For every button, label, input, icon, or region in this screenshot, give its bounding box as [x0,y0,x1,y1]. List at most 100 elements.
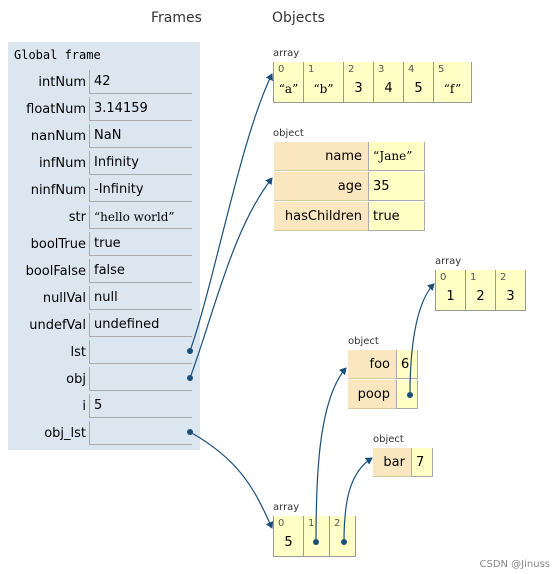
object-type-label: array [435,256,462,267]
array-index: 2 [500,272,507,283]
var-name: floatNum [26,102,86,117]
frame-title: Global frame [14,48,101,62]
array-value: 5 [414,81,423,96]
object-key: age [274,172,368,201]
var-name: str [68,210,86,225]
frames-header: Frames [151,10,202,26]
var-name: obj [66,372,86,387]
var-row-nullVal: nullVal null [8,286,200,313]
object-key: poop [348,380,396,409]
object-type-label: array [273,502,300,513]
var-row-nanNum: nanNum NaN [8,124,200,151]
array-index: 0 [278,64,285,75]
var-value: 3.14159 [89,97,192,121]
array-index: 0 [440,272,447,283]
object-value: 7 [411,448,433,477]
var-name: nullVal [42,291,86,306]
object-key: foo [348,350,396,379]
object-key: name [274,142,368,171]
array-cell: 2 [330,516,356,556]
array-value: “f” [443,82,462,96]
object-key: hasChildren [274,202,368,231]
pointer-dot [407,392,413,398]
object-value: true [368,202,425,231]
array-index: 0 [278,518,285,529]
var-row-floatNum: floatNum 3.14159 [8,97,200,124]
arrow-obj-lst [189,431,274,529]
arrow-poop [409,283,435,396]
pointer-slot[interactable] [89,367,192,391]
var-name: i [82,399,86,414]
var-name: ninfNum [30,183,86,198]
var-name: undefVal [29,318,86,333]
pointer-dot [187,375,193,381]
var-value: true [89,232,192,256]
object-value: 35 [368,172,425,201]
var-name: intNum [38,75,86,90]
var-name: boolFalse [25,264,86,279]
array-index: 3 [378,64,385,75]
global-frame: Global frame intNum 42 floatNum 3.14159 … [8,42,200,450]
array-cell: 5 “f” [434,62,472,102]
var-row-lst: lst [8,340,200,367]
var-row-intNum: intNum 42 [8,70,200,97]
var-name: obj_lst [44,426,86,441]
var-row-i: i 5 [8,394,200,421]
pointer-dot [313,539,319,545]
var-row-undefVal: undefVal undefined [8,313,200,340]
object-key: bar [373,448,411,477]
objects-header: Objects [272,10,325,26]
array-value: 1 [446,289,455,304]
pointer-dot [187,429,193,435]
watermark: CSDN @Jinuss [479,559,550,570]
var-value: “hello world” [89,205,192,229]
pointer-dot [187,348,193,354]
var-name: infNum [38,156,86,171]
var-row-boolFalse: boolFalse false [8,259,200,286]
var-row-str: str “hello world” [8,205,200,232]
object-type-label: object [373,434,404,445]
array-index: 1 [308,518,315,529]
var-value: null [89,286,192,310]
array-value: 3 [506,289,515,304]
var-row-infNum: infNum Infinity [8,151,200,178]
array-cell: 1“b” [304,62,344,102]
var-value: 5 [89,394,192,418]
var-name: boolTrue [30,237,86,252]
array-value: 3 [354,81,363,96]
var-name: lst [70,345,86,360]
array-index: 1 [470,272,477,283]
pointer-slot[interactable] [396,380,418,409]
var-value: 42 [89,70,192,94]
arrow-obj-lst-2 [343,457,373,543]
array-index: 5 [438,64,445,75]
object-value: “Jane” [368,142,425,171]
array-index: 4 [408,64,415,75]
pointer-slot[interactable] [89,421,192,445]
array-cell: 0 “a” [274,62,304,102]
object-type-label: object [273,128,304,139]
object-type-label: array [273,48,300,59]
array-value: 5 [284,535,293,550]
array-value: “a” [278,82,299,96]
var-row-obj: obj [8,367,200,394]
array-index: 2 [334,518,341,529]
var-row-obj_lst: obj_lst [8,421,200,448]
var-name: nanNum [30,129,86,144]
var-value: false [89,259,192,283]
array-index: 2 [348,64,355,75]
pointer-slot[interactable] [89,340,192,364]
arrow-obj [189,177,273,379]
var-row-boolTrue: boolTrue true [8,232,200,259]
array-index: 1 [308,64,315,75]
var-value: Infinity [89,151,192,175]
arrow-lst [189,73,273,352]
